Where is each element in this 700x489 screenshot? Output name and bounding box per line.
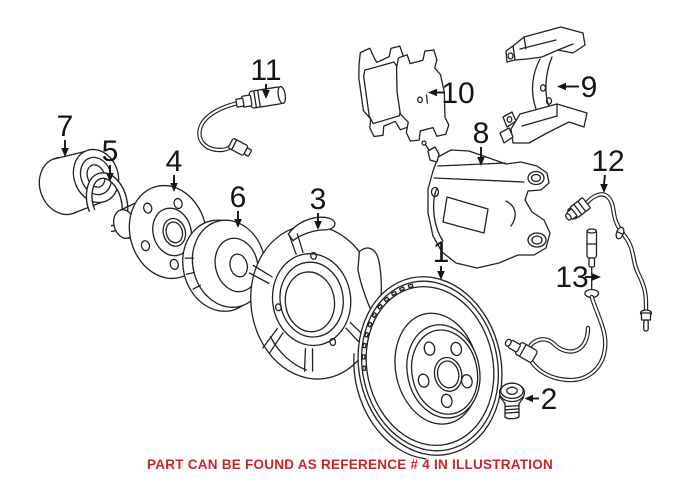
callout-3-number: 3 <box>310 183 327 216</box>
callout-5-number: 5 <box>102 135 119 168</box>
callout-4-number: 4 <box>166 145 183 178</box>
reference-caption: PART CAN BE FOUND AS REFERENCE # 4 IN IL… <box>146 457 554 472</box>
callout-7-number: 7 <box>57 110 74 143</box>
callout-12-number: 12 <box>591 145 624 178</box>
rotor-set-screw-drawing <box>498 382 526 420</box>
callout-5: 5 <box>102 135 119 182</box>
brake-rotor-drawing <box>353 276 503 460</box>
callout-10: 10 <box>428 77 475 110</box>
callout-7: 7 <box>57 110 74 157</box>
callout-4: 4 <box>166 145 183 192</box>
callout-2: 2 <box>524 383 558 416</box>
caliper-carrier-drawing <box>499 26 588 144</box>
brake-caliper-drawing <box>421 140 551 269</box>
callout-6-number: 6 <box>230 181 247 214</box>
callout-8-number: 8 <box>473 117 490 150</box>
callout-11-number: 11 <box>250 54 281 87</box>
callout-2-number: 2 <box>541 383 558 416</box>
callout-8: 8 <box>473 117 490 166</box>
callout-13-number: 13 <box>555 261 588 294</box>
dust-cap-drawing <box>182 219 267 312</box>
wear-sensor-drawing <box>197 85 287 157</box>
splash-shield-drawing <box>248 216 382 380</box>
callout-9: 9 <box>557 71 597 104</box>
callout-9-number: 9 <box>581 71 598 104</box>
callout-12: 12 <box>591 145 625 193</box>
abs-sensor-drawing <box>504 228 608 383</box>
callout-10-number: 10 <box>441 77 474 110</box>
callout-11: 11 <box>250 54 282 99</box>
callout-6: 6 <box>230 181 247 228</box>
brake-hose-drawing <box>564 192 653 332</box>
callout-13: 13 <box>555 261 601 294</box>
callout-1-number: 1 <box>433 236 450 269</box>
callout-3: 3 <box>310 183 327 230</box>
callout-1: 1 <box>433 236 450 280</box>
brake-pads-drawing <box>358 45 450 142</box>
